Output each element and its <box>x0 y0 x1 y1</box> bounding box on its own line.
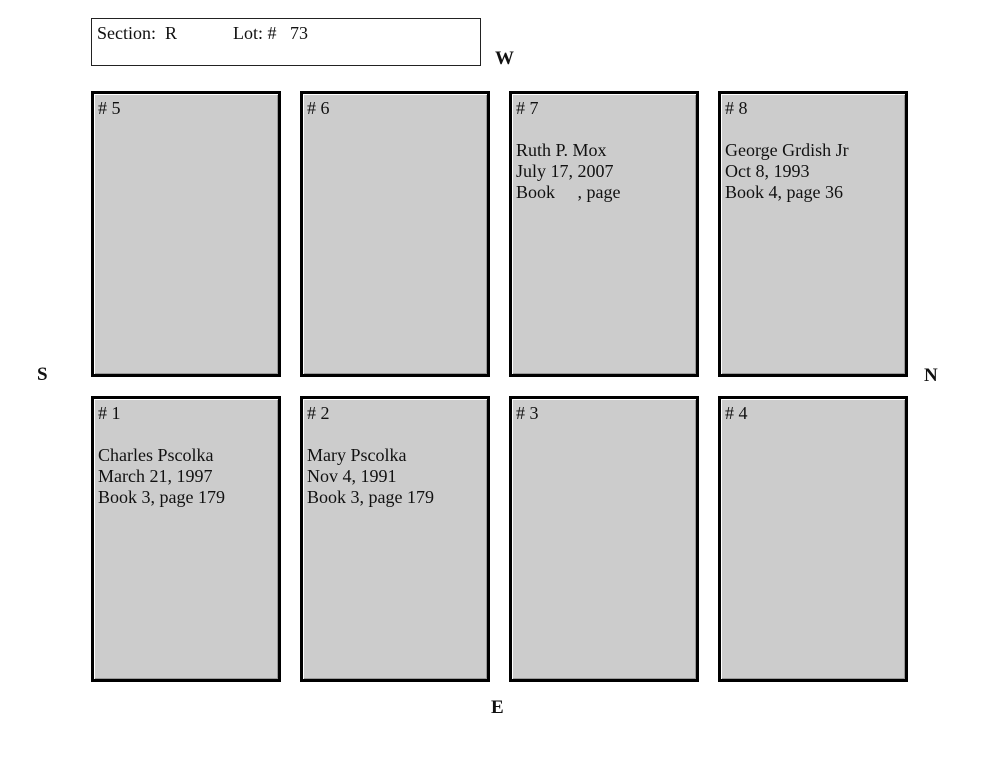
compass-north: N <box>924 365 938 386</box>
plot-record: Book , page <box>516 182 621 202</box>
compass-east: E <box>491 697 504 718</box>
plot-3: # 3 <box>509 396 699 682</box>
plot-record: Book 4, page 36 <box>725 182 843 202</box>
plot-date: July 17, 2007 <box>516 161 614 181</box>
plot-number: # 1 <box>98 403 121 423</box>
plot-name: Mary Pscolka <box>307 445 407 465</box>
plot-number: # 6 <box>307 98 330 118</box>
plot-number: # 5 <box>98 98 121 118</box>
plot-7: # 7 Ruth P. Mox July 17, 2007 Book , pag… <box>509 91 699 377</box>
plot-record: Book 3, page 179 <box>307 487 434 507</box>
plot-2: # 2 Mary Pscolka Nov 4, 1991 Book 3, pag… <box>300 396 490 682</box>
section-lot-header: Section: R Lot: # 73 <box>91 18 481 66</box>
plot-name: Charles Pscolka <box>98 445 214 465</box>
plot-number: # 4 <box>725 403 748 423</box>
plot-8: # 8 George Grdish Jr Oct 8, 1993 Book 4,… <box>718 91 908 377</box>
plot-name: George Grdish Jr <box>725 140 849 160</box>
compass-south: S <box>37 364 48 385</box>
plot-number: # 7 <box>516 98 539 118</box>
plot-record: Book 3, page 179 <box>98 487 225 507</box>
plot-number: # 3 <box>516 403 539 423</box>
plot-4: # 4 <box>718 396 908 682</box>
plot-number: # 8 <box>725 98 748 118</box>
plot-number: # 2 <box>307 403 330 423</box>
plot-1: # 1 Charles Pscolka March 21, 1997 Book … <box>91 396 281 682</box>
plot-6: # 6 <box>300 91 490 377</box>
plot-name: Ruth P. Mox <box>516 140 607 160</box>
plot-date: March 21, 1997 <box>98 466 213 486</box>
plot-date: Oct 8, 1993 <box>725 161 810 181</box>
section-label: Section: R <box>97 23 177 43</box>
plot-date: Nov 4, 1991 <box>307 466 397 486</box>
plot-5: # 5 <box>91 91 281 377</box>
lot-label: Lot: # 73 <box>233 23 308 43</box>
compass-west: W <box>495 48 514 69</box>
